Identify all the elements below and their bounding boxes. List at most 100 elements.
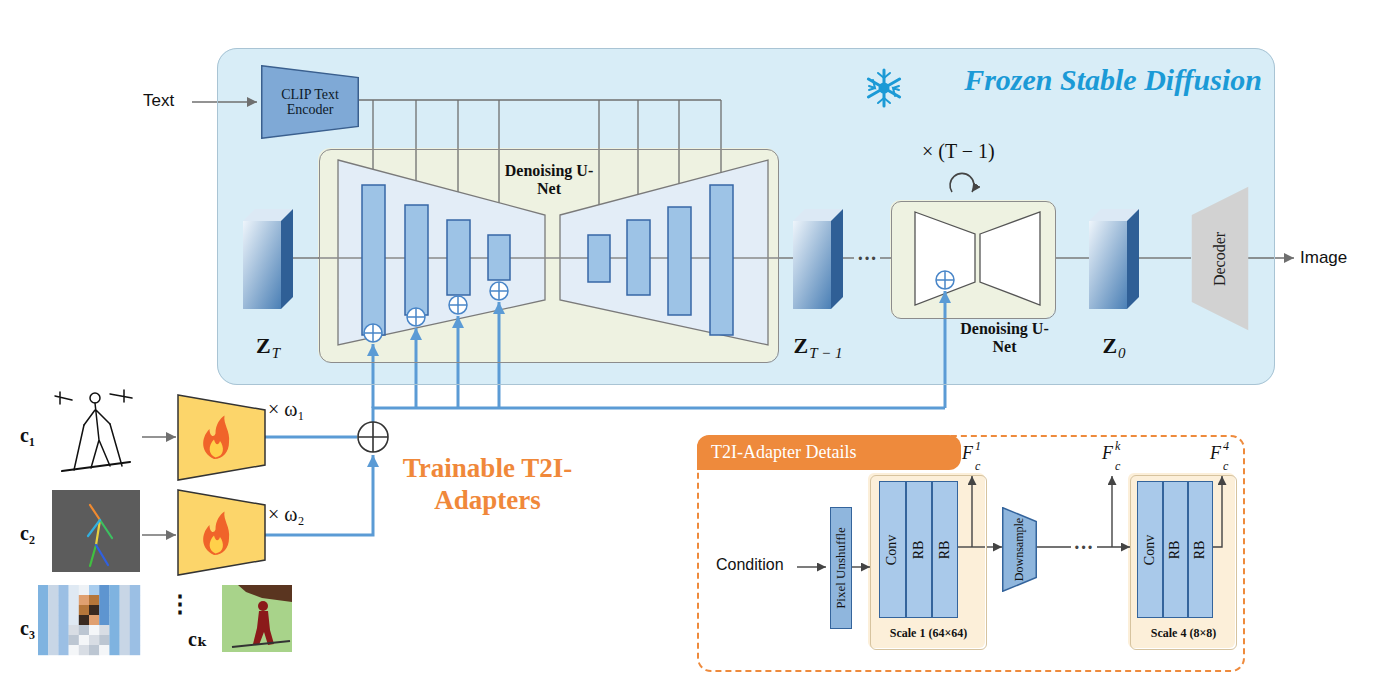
color-condition (38, 605, 48, 615)
sketch-condition (84, 403, 110, 468)
scale-group: Scale 4 (8×8)ConvRBRB (1130, 475, 1237, 650)
color-condition (120, 605, 130, 615)
input-name: Condition (716, 556, 784, 574)
flow-connector (779, 257, 793, 259)
adapter-feature-wires (265, 455, 373, 535)
color-condition (58, 595, 68, 605)
color-condition (48, 595, 58, 605)
small-unet-internals (915, 212, 1040, 305)
adapter-blocks (178, 395, 265, 575)
input-name: Text (143, 91, 174, 111)
color-condition (109, 635, 119, 645)
scale-group-fill (868, 473, 985, 648)
unet-internals (588, 235, 610, 282)
unet-internals (338, 160, 545, 345)
unet-internals (362, 185, 733, 335)
unet-box-fill (890, 200, 1055, 318)
color-condition (109, 645, 119, 655)
details-frame-text: T2I-Adapter Details (697, 435, 961, 470)
feature-symbol-holder: F (962, 443, 973, 464)
clip-conditioning-wires (720, 100, 721, 183)
color-condition (38, 625, 48, 635)
adapter-feature-wires (373, 408, 945, 422)
cube-side (1127, 209, 1139, 309)
downsample-block-outline (1003, 508, 1037, 592)
segmentation-condition (238, 585, 292, 602)
small-unet-internals (980, 212, 1040, 305)
color-condition (130, 605, 140, 615)
color-condition (69, 615, 79, 625)
color-condition (120, 645, 130, 655)
latent-cube-shape (793, 209, 843, 309)
latent-symbol: Z (1102, 333, 1117, 358)
flow-connector (293, 257, 319, 259)
color-condition (130, 615, 140, 625)
color-condition (99, 635, 109, 645)
cube-front (243, 221, 281, 309)
feature-subscript-holder: c (975, 456, 980, 474)
feature-symbol: F (962, 443, 973, 464)
latent-cube-shape (1089, 209, 1139, 309)
color-condition (109, 605, 119, 615)
detail-wires (971, 476, 972, 547)
pose-condition (90, 545, 96, 566)
latent-cube: Z0 (1089, 209, 1139, 309)
color-condition (48, 645, 58, 655)
condition-name: c₂ (20, 522, 35, 545)
weight-label-holder: × ω₁ (268, 398, 304, 421)
sum-symbols (407, 308, 425, 326)
flame-icon (203, 416, 229, 460)
input-name-holder: Condition (716, 556, 784, 574)
sum-symbols (936, 271, 954, 289)
color-condition (58, 645, 68, 655)
loop-arrow (950, 173, 974, 192)
weight-label: × ω₁ (268, 398, 304, 421)
cube-front (793, 221, 831, 309)
adapter-blocks (178, 395, 265, 480)
sketch-condition (50, 385, 140, 473)
unet-internals (318, 257, 778, 259)
color-condition (79, 625, 89, 635)
unet-box-text: Denoising U-Net (955, 320, 1055, 357)
text-encoder-text: CLIP Text Encoder (272, 87, 348, 118)
loop-arrow (950, 173, 974, 192)
conv-layer-text: Conv (885, 534, 901, 564)
unet-internals (668, 207, 691, 315)
color-condition (89, 635, 99, 645)
color-condition (79, 585, 89, 595)
latent-label: ZT − 1 (773, 333, 863, 362)
repeat-count-holder: × (T − 1) (922, 140, 995, 163)
scale-group: Scale 1 (64×64)ConvRBRB (870, 475, 987, 650)
color-condition (89, 605, 99, 615)
pose-condition (100, 520, 112, 538)
feature-symbol-holder: F (1102, 443, 1113, 464)
color-condition (130, 585, 140, 595)
downsample-block: Downsample (1002, 507, 1037, 592)
detail-wires (797, 566, 826, 567)
condition-name-holder: c₃ (20, 617, 35, 640)
color-condition (38, 585, 48, 595)
unet-box: Denoising U-Net (891, 201, 1056, 319)
color-condition (58, 615, 68, 625)
color-condition (120, 625, 130, 635)
residual-block: RB (1188, 481, 1213, 618)
ellipsis-label-holder: ⋮ (168, 590, 192, 618)
unet-box-fill (318, 148, 778, 362)
decoder-block: Decoder (1191, 186, 1249, 331)
output-name-holder: Image (1300, 248, 1347, 268)
unet-internals (560, 160, 768, 345)
residual-block-text: RB (937, 540, 953, 559)
adapter-feature-wires (498, 302, 501, 408)
color-condition (120, 585, 130, 595)
color-condition (89, 625, 99, 635)
frozen-panel-text: Frozen Stable Diffusion (964, 63, 1262, 97)
sum-symbols (449, 296, 467, 314)
sketch-condition (62, 462, 130, 471)
color-condition (69, 605, 79, 615)
residual-block-text: RB (1168, 540, 1184, 559)
color-condition (48, 605, 58, 615)
flow-connector (1139, 257, 1191, 259)
segmentation-condition (232, 641, 290, 647)
residual-block: RB (932, 481, 958, 618)
color-condition (58, 635, 68, 645)
